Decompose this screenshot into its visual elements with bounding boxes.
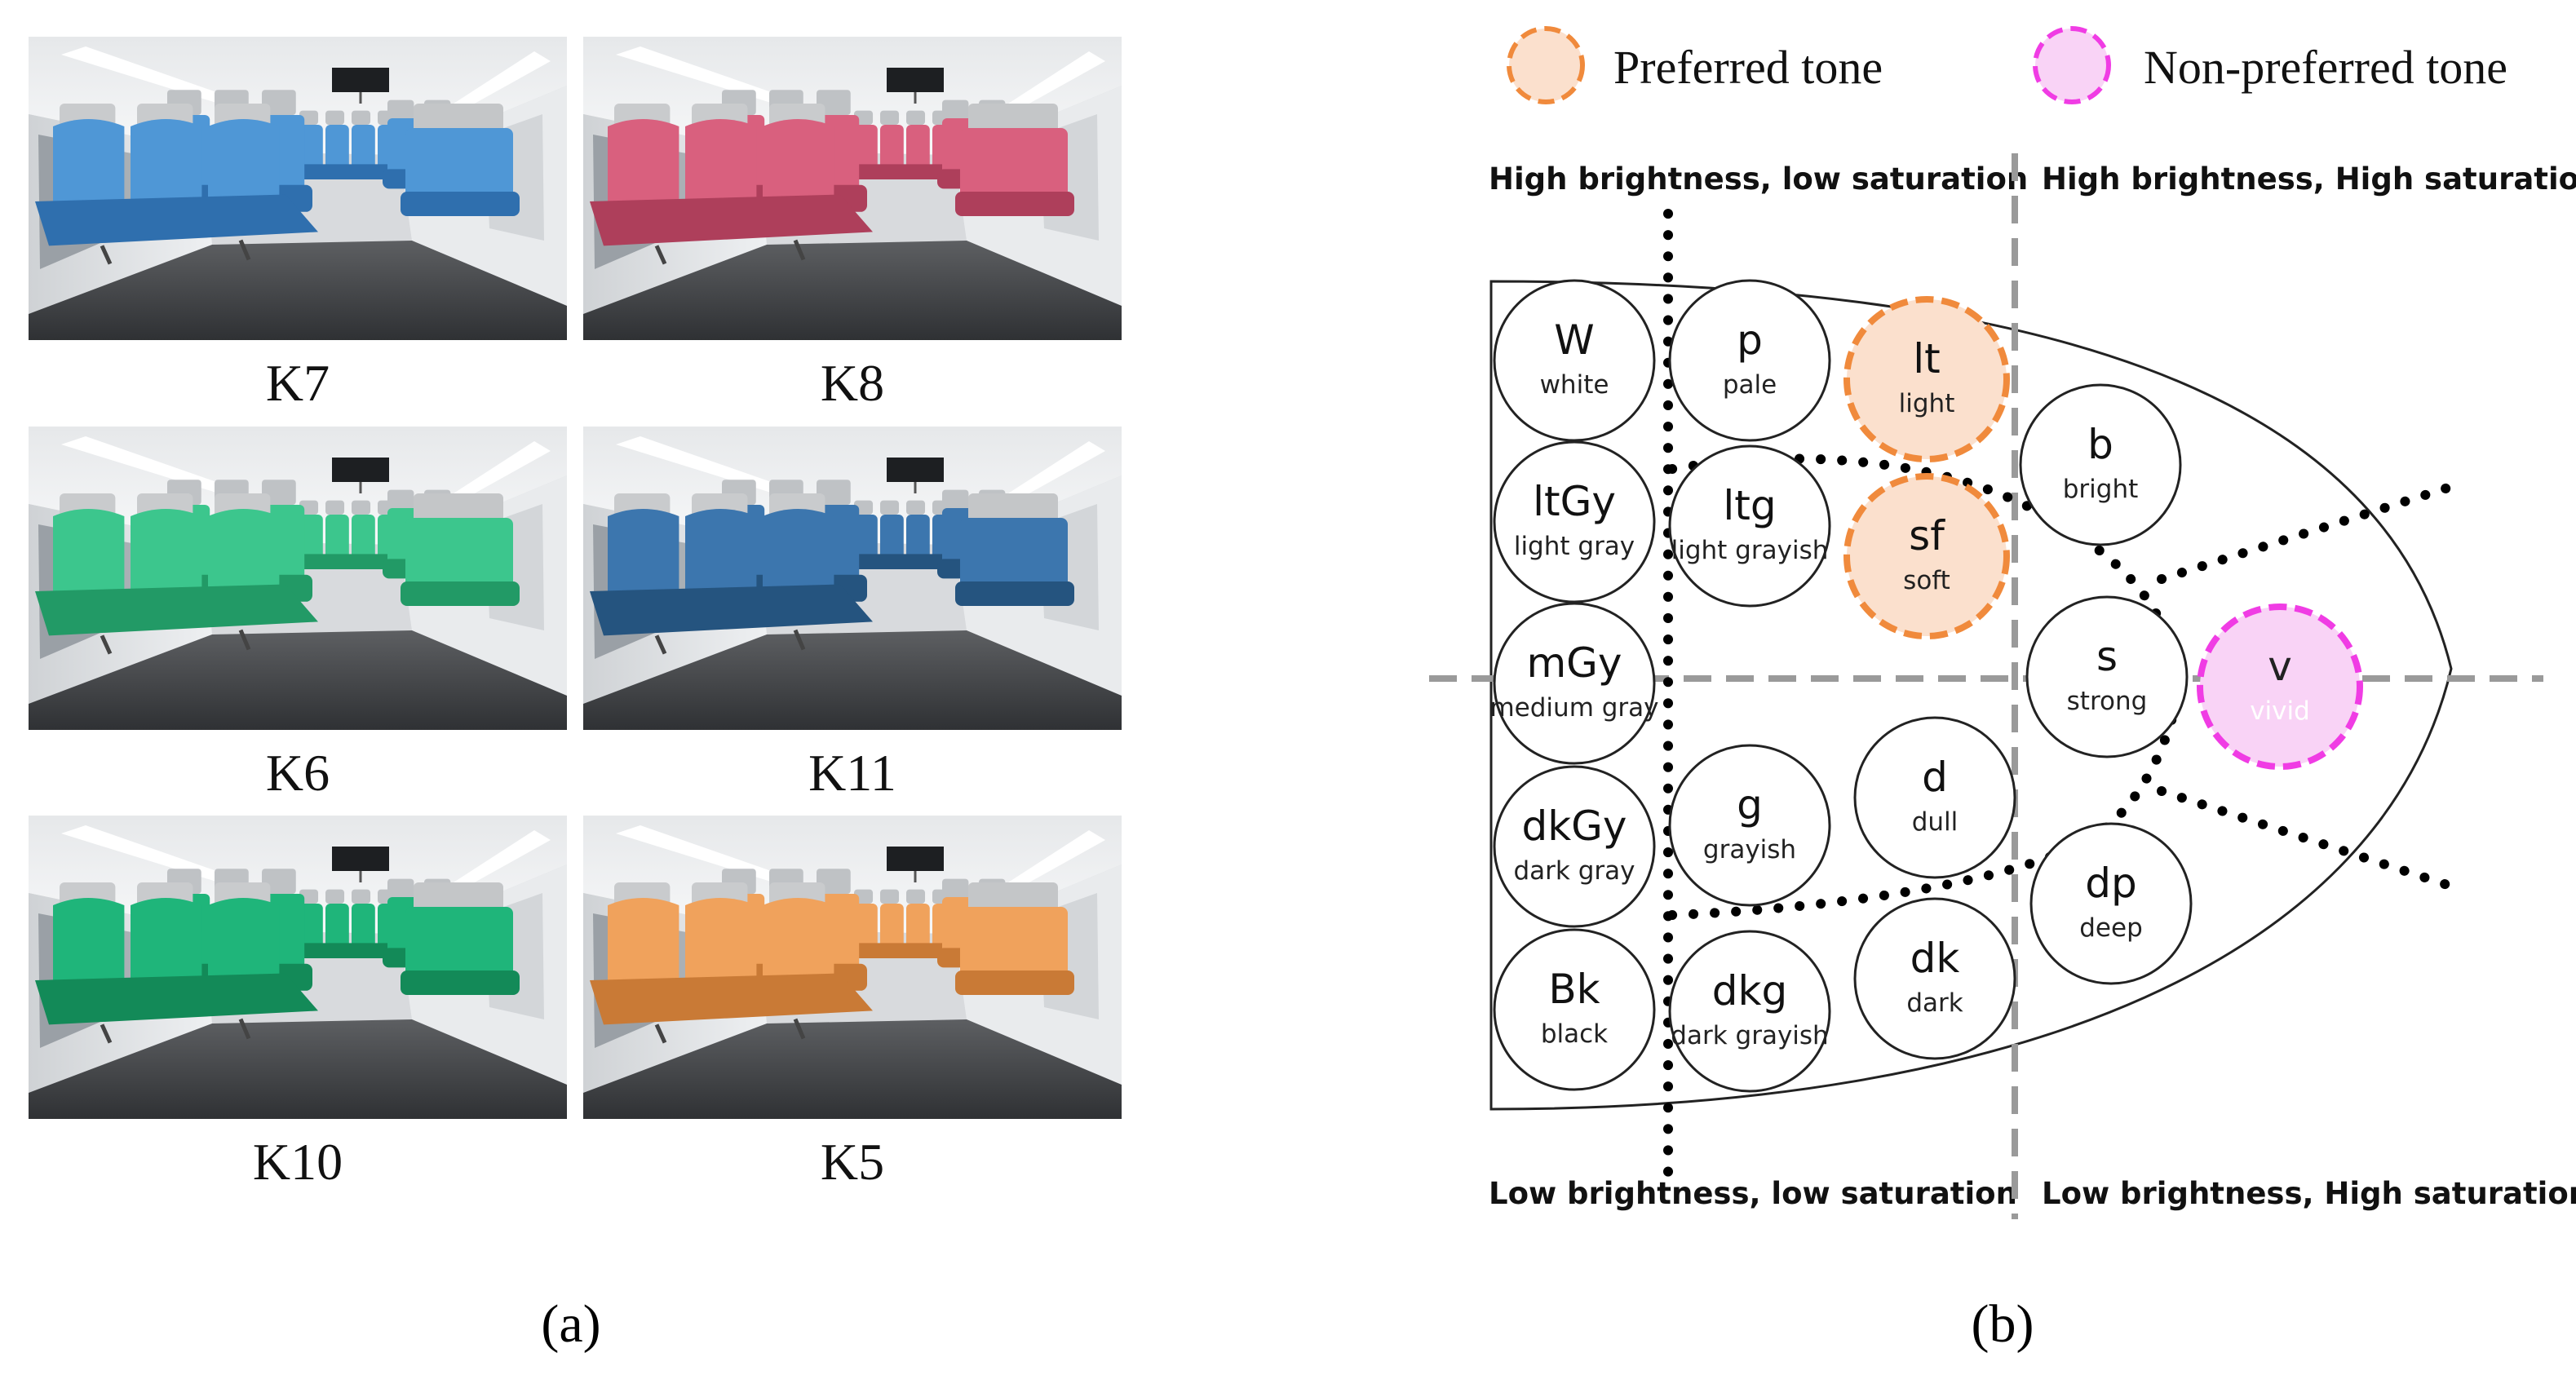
tone-circle <box>1668 744 1831 907</box>
tone-circle <box>2025 595 2189 758</box>
tone-name: light gray <box>1514 532 1635 561</box>
tone-strong: s strong <box>2025 595 2189 758</box>
tone-abbreviation: g <box>1737 781 1763 829</box>
tone-name: light grayish <box>1671 536 1829 565</box>
tone-dark-grayish: dkg dark grayish <box>1668 930 1831 1093</box>
tone-name: dark <box>1906 988 1963 1018</box>
tone-light: lt light <box>1843 296 2010 462</box>
tone-circle <box>1493 928 1656 1091</box>
quadrant-top-right-label: High brightness, High saturation <box>2042 161 2576 197</box>
tone-dark-gray: dkGy dark gray <box>1493 765 1656 928</box>
seat-render-caption: K6 <box>266 744 330 802</box>
tone-name: deep <box>2079 913 2143 943</box>
tone-circle <box>1843 473 2010 639</box>
tone-vivid: v vivid <box>2197 603 2363 770</box>
tone-circle <box>2019 383 2182 546</box>
tone-abbreviation: ltGy <box>1533 478 1616 525</box>
tone-name: white <box>1540 370 1609 400</box>
seat-render-caption: K5 <box>821 1133 884 1191</box>
tone-circle <box>1668 930 1831 1093</box>
legend-preferred-swatch <box>1507 26 1585 104</box>
panel-a-label: (a) <box>541 1294 600 1354</box>
quadrant-bottom-right-label: Low brightness, High saturation <box>2042 1176 2576 1211</box>
tone-name: dark gray <box>1514 856 1635 886</box>
legend-non-preferred-swatch <box>2033 26 2111 104</box>
tone-circle <box>1853 716 2016 879</box>
tone-circle <box>1493 440 1656 603</box>
tone-name: dark grayish <box>1671 1021 1828 1050</box>
tone-name: medium gray <box>1489 693 1658 723</box>
tone-abbreviation: dkGy <box>1521 802 1627 850</box>
tone-abbreviation: W <box>1554 316 1594 364</box>
tone-name: grayish <box>1703 835 1796 864</box>
seat-render-4 <box>583 427 1122 730</box>
dotted-line-lower-ray-short <box>2157 786 2452 890</box>
tone-name: black <box>1541 1019 1608 1049</box>
tone-abbreviation: mGy <box>1526 639 1622 687</box>
tone-abbreviation: dkg <box>1712 967 1787 1015</box>
tone-circle <box>1843 296 2010 462</box>
tone-black: Bk black <box>1493 928 1656 1091</box>
tone-abbreviation: b <box>2087 421 2113 468</box>
panel-b-label: (b) <box>1972 1294 2034 1354</box>
tone-soft: sf soft <box>1843 473 2010 639</box>
tone-abbreviation: s <box>2096 633 2118 680</box>
seat-render-5 <box>29 816 567 1119</box>
tone-name: strong <box>2067 687 2148 716</box>
tone-circle <box>1493 602 1656 765</box>
seat-render-caption: K10 <box>253 1133 343 1191</box>
seat-render-caption: K11 <box>808 744 896 802</box>
tone-name: pale <box>1723 370 1777 400</box>
tone-circle <box>2197 603 2363 770</box>
tone-circle <box>1668 444 1831 608</box>
seat-render-2 <box>583 37 1122 340</box>
tone-circle <box>1493 279 1656 442</box>
quadrant-bottom-left-label: Low brightness, low saturation <box>1489 1176 2017 1211</box>
legend-non-preferred-label: Non-preferred tone <box>2144 41 2507 94</box>
tone-abbreviation: dk <box>1910 935 1960 982</box>
tone-abbreviation: Bk <box>1548 966 1600 1013</box>
tone-light-gray: ltGy light gray <box>1493 440 1656 603</box>
tone-circle <box>1668 279 1831 442</box>
seat-render-1 <box>29 37 567 340</box>
seat-render-3 <box>29 427 567 730</box>
tone-circle <box>2029 822 2193 985</box>
tone-circle <box>1493 765 1656 928</box>
tone-name: light <box>1899 389 1955 418</box>
tone-abbreviation: v <box>2268 643 2292 690</box>
tone-abbreviation: sf <box>1909 512 1945 559</box>
tone-bright: b bright <box>2019 383 2182 546</box>
dotted-line-upper-tone-boundary <box>1667 453 2181 674</box>
tone-abbreviation: lt <box>1913 335 1941 382</box>
tone-abbreviation: dp <box>2085 860 2136 907</box>
tone-medium-gray: mGy medium gray <box>1489 602 1659 765</box>
quadrant-top-left-label: High brightness, low saturation <box>1489 161 2028 197</box>
tone-name: dull <box>1912 807 1959 837</box>
tone-deep: dp deep <box>2029 822 2193 985</box>
seat-render-6 <box>583 816 1122 1119</box>
seat-render-caption: K7 <box>266 354 330 412</box>
legend: Preferred tone Non-preferred tone <box>1507 26 2507 104</box>
tone-grayish: g grayish <box>1668 744 1831 907</box>
tone-abbreviation: d <box>1922 754 1948 801</box>
tone-dull: d dull <box>1853 716 2016 879</box>
tone-dark: dk dark <box>1853 897 2016 1060</box>
tone-light-grayish: ltg light grayish <box>1668 444 1831 608</box>
legend-preferred-label: Preferred tone <box>1613 41 1883 94</box>
tone-name: bright <box>2063 475 2139 504</box>
tone-abbreviation: p <box>1737 316 1763 364</box>
tone-pale: p pale <box>1668 279 1831 442</box>
seat-render-caption: K8 <box>821 354 884 412</box>
tone-name: vivid <box>2250 696 2310 726</box>
dotted-line-upper-ray-short <box>2157 478 2468 584</box>
tone-circle <box>1853 897 2016 1060</box>
tone-name: soft <box>1903 566 1950 595</box>
tone-diagram: Preferred tone Non-preferred tone High b… <box>1429 26 2576 1219</box>
tone-abbreviation: ltg <box>1723 482 1776 529</box>
